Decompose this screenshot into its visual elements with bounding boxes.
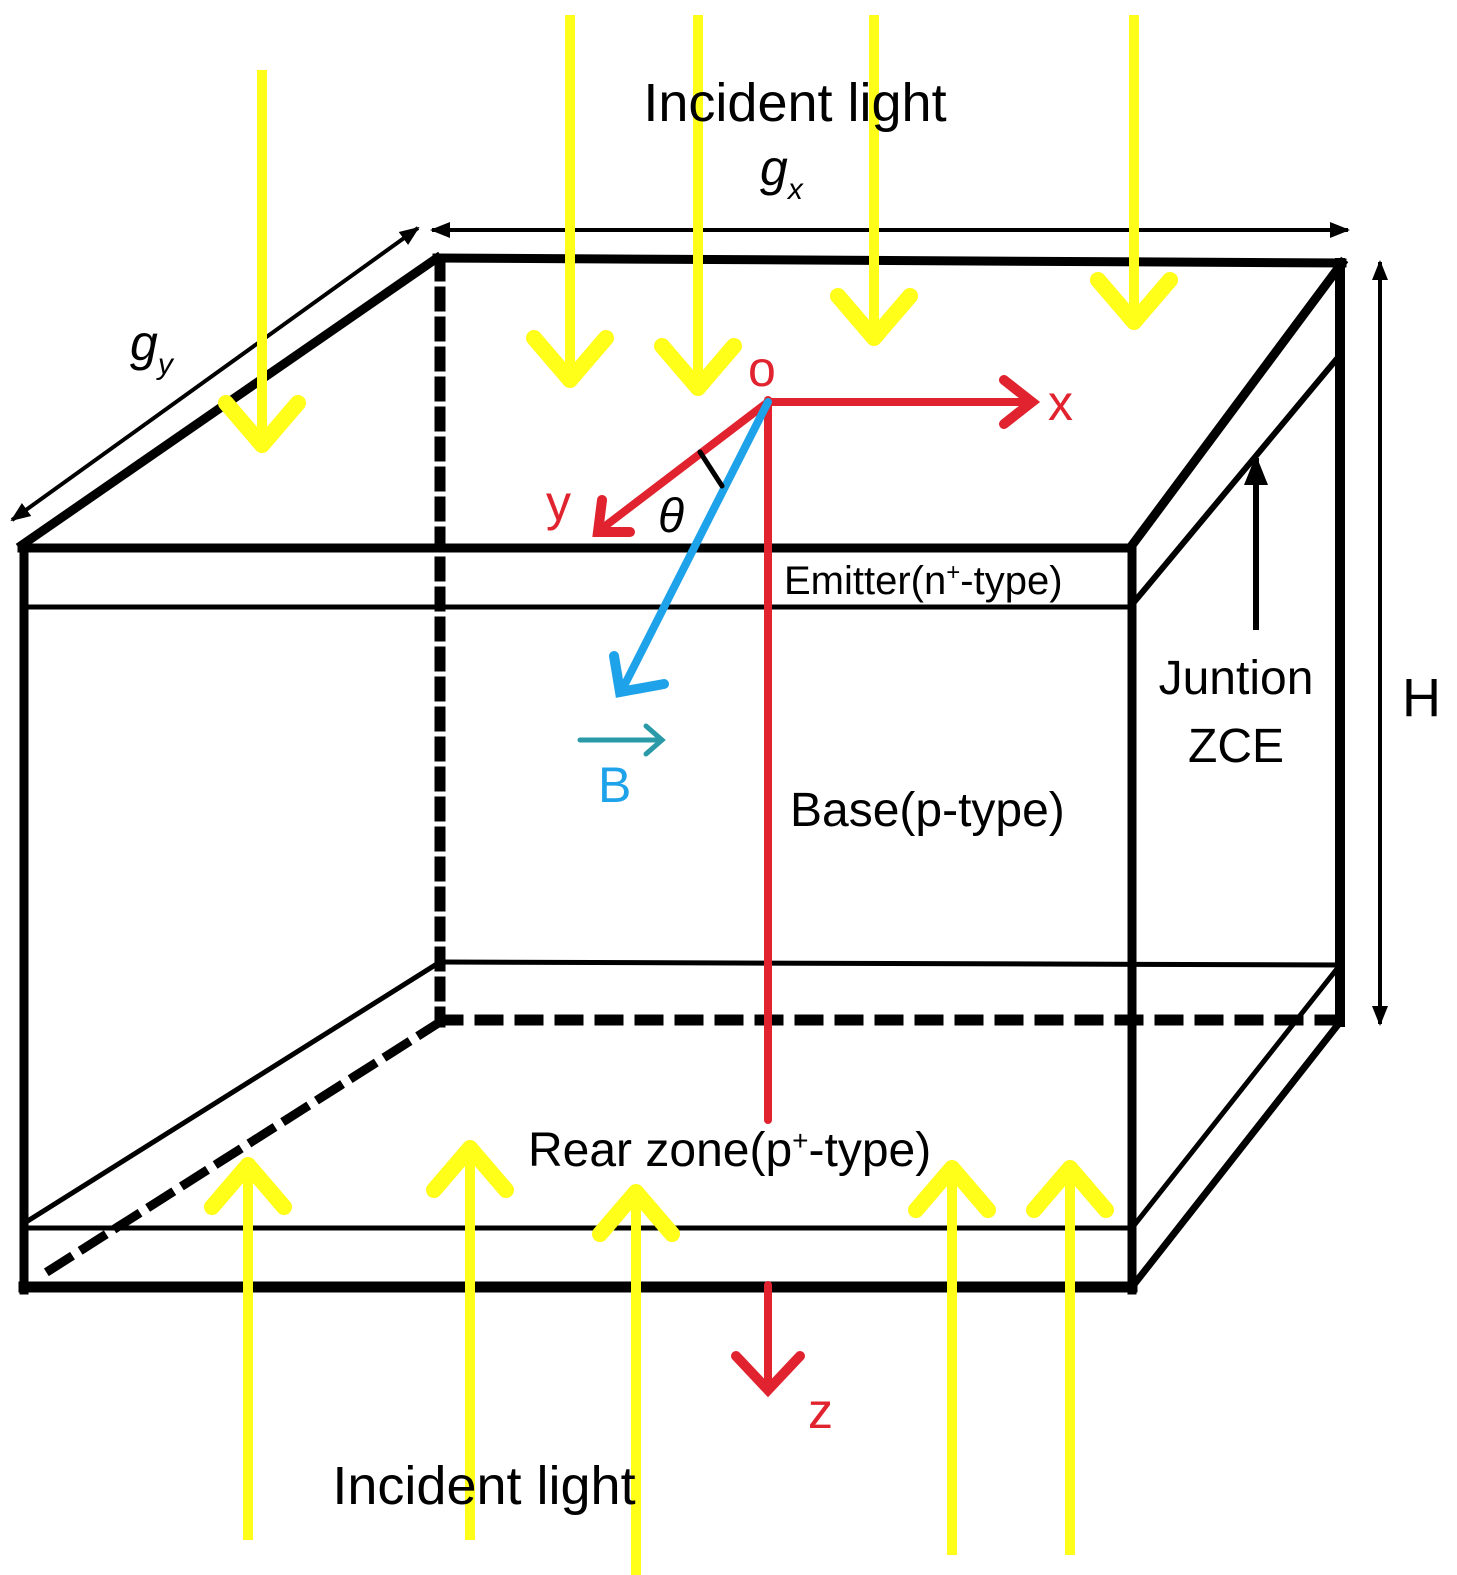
theta-angle-arc [697,449,725,489]
gy-dimension-arrow [10,226,420,522]
gy-symbol: g [130,315,158,371]
base-side-line [1128,961,1344,1232]
y-axis-label: y [546,475,571,531]
coordinate-axes [577,375,1041,1398]
origin-label: o [748,341,776,397]
light-arrowhead-up-1 [426,1140,514,1198]
emitter-side-line [1125,350,1345,612]
gy-label: gy [130,315,175,381]
incident-light-top-arrows [218,15,1178,453]
b-vector-overbar-head [643,723,666,757]
light-arrowhead-up-4 [1026,1160,1114,1218]
light-arrowhead-down-2 [654,338,742,396]
light-arrowhead-down-3 [830,288,918,346]
rear-zone-text: Rear zone(p [528,1124,792,1177]
b-field-label: B [598,757,631,813]
b-field-arrowhead [609,651,669,698]
b-field-vector [618,398,772,694]
emitter-superscript: + [946,559,960,586]
emitter-text: Emitter(n [784,559,946,603]
incident-light-bottom-label: Incident light [332,1456,635,1516]
top-back-edge [432,253,1347,268]
incident-light-bottom-arrows [204,1140,1114,1575]
y-arrowhead [592,495,635,537]
base-label: Base(p-type) [790,784,1065,837]
junction-label-line1: Juntion [1159,652,1314,705]
light-arrowhead-up-2 [592,1184,680,1242]
theta-label: θ [658,490,684,543]
emitter-text-end: -type) [960,559,1062,603]
x-arrowhead [999,375,1041,429]
light-arrowhead-up-3 [908,1160,996,1218]
y-axis [596,398,772,534]
x-axis-label: x [1048,375,1073,431]
dimension-markers [10,222,1388,1026]
rear-side-line [1127,1017,1345,1292]
emitter-label: Emitter(n+-type) [784,559,1063,603]
light-arrowhead-up-0 [204,1157,292,1215]
base-back-line [437,959,1343,968]
z-axis-label: z [808,1383,833,1439]
junction-label-line2: ZCE [1188,720,1284,773]
rear-zone-superscript: + [792,1125,808,1156]
rear-zone-label: Rear zone(p+-type) [528,1124,931,1177]
base-left-line [22,958,444,1226]
rear-zone-text-end: -type) [809,1124,932,1177]
z-arrowhead [731,1351,805,1398]
light-arrowhead-down-0 [218,395,306,453]
light-arrowhead-down-1 [526,330,614,388]
gx-label: gx [760,140,804,206]
light-arrowhead-down-4 [1090,272,1178,330]
height-label: H [1402,668,1441,728]
gx-symbol: g [760,140,788,196]
gx-subscript: x [786,173,804,206]
incident-light-top-label: Incident light [643,73,946,133]
top-right-edge [1123,256,1349,555]
gy-subscript: y [156,348,175,381]
